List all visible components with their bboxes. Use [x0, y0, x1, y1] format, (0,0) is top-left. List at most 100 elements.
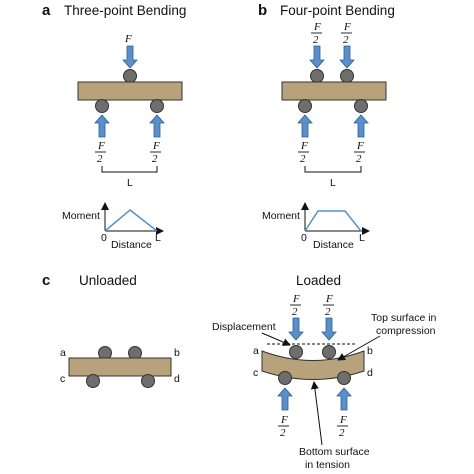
panel-c-bottom-surface-label-line1: Bottom surface [299, 446, 370, 458]
panel-b-moment-plot: Moment 0 L Distance [262, 202, 370, 251]
svg-text:2: 2 [339, 427, 345, 439]
panel-a-load-arrow [122, 45, 138, 69]
svg-text:F: F [97, 140, 105, 152]
panel-a-span-bracket [101, 166, 158, 173]
panel-c-unloaded-corner-b: b [174, 347, 180, 359]
svg-text:2: 2 [313, 34, 319, 46]
panel-b-left-top-roller [310, 69, 324, 83]
svg-text:2: 2 [97, 153, 103, 165]
panel-c-top-surface-label-line1: Top surface in [371, 312, 437, 324]
panel-c-displacement-label: Displacement [212, 321, 276, 333]
panel-b-right-top-roller [340, 69, 354, 83]
panel-a-beam [77, 81, 183, 101]
panel-b-moment-curve [304, 210, 362, 232]
svg-text:F: F [325, 293, 333, 305]
panel-a: a Three-point Bending F F 2 F 2 L Mome [42, 2, 186, 251]
panel-a-plot-x-start: 0 [101, 232, 107, 244]
panel-b-left-support [298, 99, 312, 113]
svg-text:2: 2 [280, 427, 286, 439]
panel-b-left-support-fraction: F 2 [298, 140, 309, 165]
svg-text:2: 2 [356, 153, 362, 165]
panel-c-loaded-corner-d: d [367, 367, 373, 379]
panel-b-span-label: L [330, 177, 336, 189]
panel-c-left-support-arrow [277, 387, 293, 411]
panel-a-moment-curve [104, 209, 158, 232]
svg-text:2: 2 [152, 153, 158, 165]
panel-c-unloaded-corner-d: d [174, 373, 180, 385]
panel-a-span-label: L [127, 177, 133, 189]
panel-b-left-load-fraction: F 2 [311, 21, 322, 46]
panel-c-right-load-fraction: F 2 [323, 293, 334, 318]
panel-a-right-support-arrow [149, 114, 165, 138]
panel-a-right-support-fraction: F 2 [150, 140, 161, 165]
panel-c-loaded-corner-b: b [367, 345, 373, 357]
svg-text:2: 2 [292, 306, 298, 318]
panel-c-left-load-fraction: F 2 [290, 293, 301, 318]
panel-c-right-load-arrow [321, 317, 337, 341]
panel-c-loaded-corner-a: a [253, 345, 259, 357]
panel-c-loaded-top-roller-left [289, 345, 303, 359]
svg-text:F: F [280, 414, 288, 426]
panel-a-moment-plot: Moment 0 L Distance [62, 202, 164, 251]
panel-c-displacement-leader [261, 332, 291, 346]
panel-b-title: Four-point Bending [280, 3, 395, 18]
svg-text:F: F [313, 21, 321, 33]
panel-a-letter: a [42, 2, 51, 19]
panel-b-letter: b [258, 2, 267, 19]
panel-c-right-support-arrow [336, 387, 352, 411]
panel-c-bottom-surface-leader [310, 381, 323, 446]
panel-b-left-load-arrow [309, 45, 325, 69]
panel-b-span-bracket [304, 166, 362, 173]
panel-c-loaded-beam-group: F 2 F 2 [212, 293, 437, 471]
panel-c-unloaded-support-left [86, 374, 100, 388]
panel-a-left-support-fraction: F 2 [95, 140, 106, 165]
panel-c-right-support-fraction: F 2 [337, 414, 348, 439]
panel-b: b Four-point Bending F 2 F 2 F [258, 2, 395, 251]
panel-c-loaded-support-left [278, 371, 292, 385]
panel-c-loaded-top-roller-right [322, 345, 336, 359]
panel-c-top-surface-label-line2: compression [376, 325, 436, 337]
panel-b-beam [281, 81, 387, 101]
panel-a-left-support [95, 99, 109, 113]
panel-a-top-roller [123, 69, 137, 83]
panel-a-plot-xlabel: Distance [111, 239, 152, 251]
panel-c-top-surface-leader [337, 335, 381, 361]
panel-a-plot-ylabel: Moment [62, 210, 100, 222]
panel-b-right-support-fraction: F 2 [354, 140, 365, 165]
panel-a-right-support [150, 99, 164, 113]
svg-text:F: F [339, 414, 347, 426]
panel-c-loaded-title: Loaded [296, 273, 341, 288]
panel-c-unloaded-beam-group: a b c d [60, 346, 180, 388]
svg-text:F: F [292, 293, 300, 305]
panel-c-loaded-corner-c: c [253, 367, 258, 379]
panel-a-title: Three-point Bending [64, 3, 186, 18]
panel-b-right-support-arrow [353, 114, 369, 138]
svg-text:2: 2 [343, 34, 349, 46]
panel-c-unloaded-corner-c: c [60, 373, 65, 385]
svg-text:F: F [356, 140, 364, 152]
panel-c-loaded-support-right [337, 371, 351, 385]
panel-b-plot-x-end: L [359, 232, 365, 244]
panel-c-unloaded-corner-a: a [60, 347, 66, 359]
panel-b-plot-xlabel: Distance [313, 239, 354, 251]
panel-b-right-support [354, 99, 368, 113]
svg-text:2: 2 [300, 153, 306, 165]
panel-b-plot-ylabel: Moment [262, 210, 300, 222]
panel-a-left-support-arrow [94, 114, 110, 138]
svg-text:F: F [152, 140, 160, 152]
panel-c-unloaded-support-right [141, 374, 155, 388]
panel-c-bottom-surface-label-line2: in tension [305, 459, 350, 471]
panel-b-left-support-arrow [297, 114, 313, 138]
panel-c: c Unloaded Loaded a b c d F 2 F 2 [42, 272, 437, 471]
panel-b-right-load-arrow [339, 45, 355, 69]
svg-text:2: 2 [325, 306, 331, 318]
panel-c-left-support-fraction: F 2 [278, 414, 289, 439]
panel-b-plot-x-start: 0 [301, 232, 307, 244]
panel-c-letter: c [42, 272, 50, 289]
panel-b-right-load-fraction: F 2 [341, 21, 352, 46]
panel-c-unloaded-beam [68, 357, 172, 377]
panel-a-load-label: F [124, 33, 132, 45]
panel-c-unloaded-title: Unloaded [79, 273, 137, 288]
panel-c-left-load-arrow [288, 317, 304, 341]
